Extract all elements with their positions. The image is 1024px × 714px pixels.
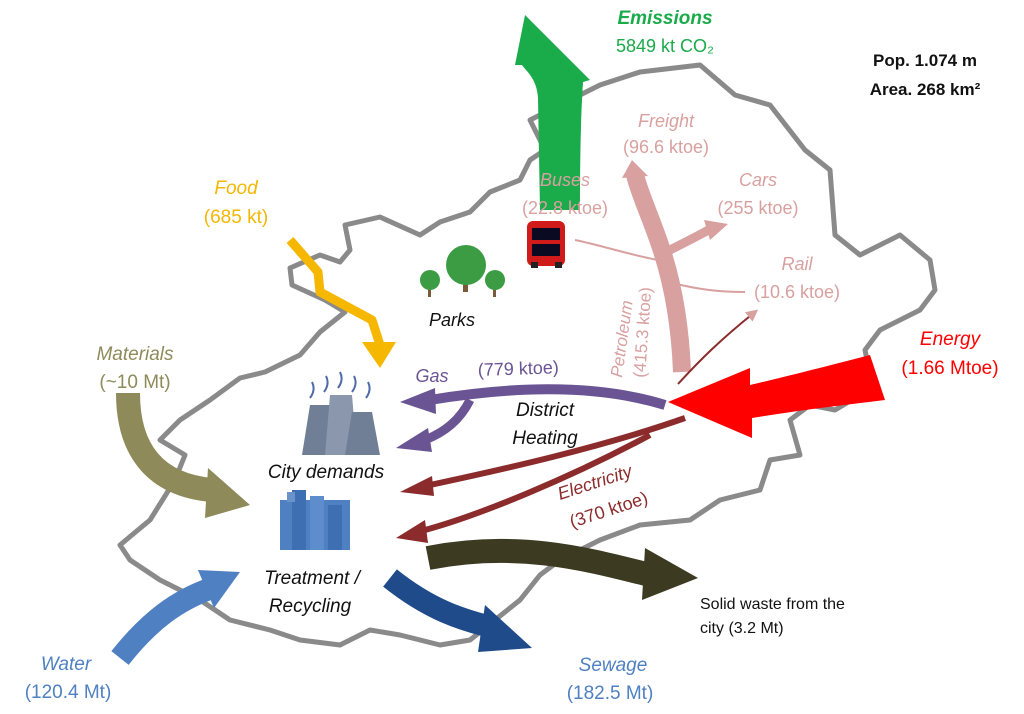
solid-waste-label-line2: city (3.2 Mt) bbox=[700, 620, 784, 637]
energy-to-petroleum-link bbox=[677, 309, 759, 385]
materials-arrow bbox=[116, 392, 214, 502]
water-arrow bbox=[111, 577, 216, 665]
electricity-arrow bbox=[429, 415, 686, 488]
freight-value: (96.6 ktoe) bbox=[623, 137, 709, 157]
bus-icon bbox=[527, 221, 565, 268]
freight-label: Freight bbox=[638, 111, 695, 131]
rail-label: Rail bbox=[781, 254, 813, 274]
city-demands-label: City demands bbox=[268, 462, 385, 483]
emissions-label: Emissions bbox=[617, 8, 712, 29]
water-label: Water bbox=[41, 654, 92, 675]
gas-label: Gas bbox=[415, 366, 448, 386]
food-arrow bbox=[286, 237, 385, 347]
cars-label: Cars bbox=[739, 170, 777, 190]
cars-value: (255 ktoe) bbox=[717, 198, 798, 218]
buses-label: Buses bbox=[540, 170, 590, 190]
gas-value: (779 ktoe) bbox=[477, 357, 559, 380]
materials-value: (~10 Mt) bbox=[99, 372, 170, 393]
population-label: Pop. 1.074 m bbox=[873, 51, 977, 70]
district-heating-label-line2: Heating bbox=[512, 428, 578, 449]
materials-label: Materials bbox=[96, 344, 174, 365]
energy-label: Energy bbox=[920, 329, 982, 350]
gas-arrow bbox=[429, 384, 667, 410]
area-label: Area. 268 km² bbox=[870, 80, 981, 99]
district-heating-label-line1: District bbox=[516, 400, 575, 421]
energy-arrow bbox=[668, 355, 885, 438]
food-value: (685 kt) bbox=[204, 207, 268, 228]
food-label: Food bbox=[214, 178, 259, 199]
energy-value: (1.66 Mtoe) bbox=[901, 358, 998, 379]
water-value: (120.4 Mt) bbox=[25, 682, 112, 703]
solid-waste-arrow bbox=[425, 538, 653, 587]
sewage-label: Sewage bbox=[579, 655, 648, 676]
sewage-value: (182.5 Mt) bbox=[567, 683, 654, 704]
treatment-label-line1: Treatment / bbox=[264, 568, 361, 589]
factory-icon bbox=[280, 490, 350, 550]
solid-waste-label-line1: Solid waste from the bbox=[700, 596, 845, 613]
emissions-value: 5849 kt CO₂ bbox=[616, 36, 714, 56]
power-plant-icon bbox=[302, 371, 380, 455]
emissions-arrow bbox=[515, 15, 590, 210]
tree-icon bbox=[420, 245, 505, 297]
rail-flow bbox=[667, 281, 746, 293]
parks-label: Parks bbox=[429, 310, 475, 330]
treatment-label-line2: Recycling bbox=[269, 596, 352, 617]
gas-arrow-secondary bbox=[423, 397, 475, 445]
buses-flow bbox=[574, 239, 659, 261]
buses-value: (22.8 ktoe) bbox=[522, 198, 608, 218]
rail-value: (10.6 ktoe) bbox=[754, 282, 840, 302]
electricity-arrow-secondary bbox=[424, 432, 652, 533]
